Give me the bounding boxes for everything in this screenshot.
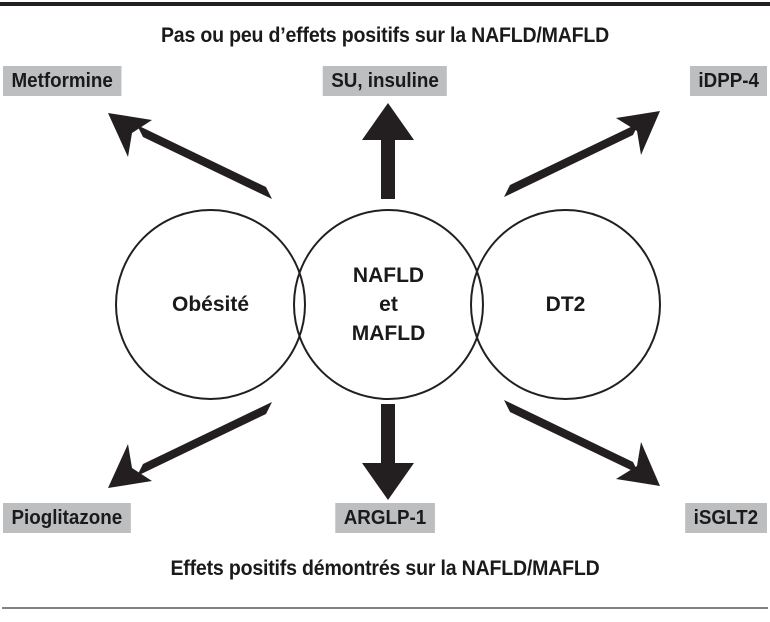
circle-dt2-label: DT2 <box>545 293 586 316</box>
label-arglp-1: ARGLP-1 <box>335 503 435 533</box>
circle-obesite: Obésité <box>115 209 306 400</box>
arrow-to-su-insuline-icon <box>362 103 414 199</box>
circle-nafld-mafld-label: NAFLD et MAFLD <box>351 264 426 345</box>
label-metformine: Metformine <box>3 66 122 96</box>
circle-nafld-mafld: NAFLD et MAFLD <box>293 209 484 400</box>
label-isglt-2: iSGLT2 <box>685 503 767 533</box>
label-idpp-4: iDPP-4 <box>689 66 767 96</box>
circle-dt2: DT2 <box>470 209 661 400</box>
label-su-insuline: SU, insuline <box>322 66 448 96</box>
top-caption: Pas ou peu d’effets positifs sur la NAFL… <box>160 24 610 47</box>
bottom-rule <box>2 607 768 609</box>
arrow-to-idpp-4-icon <box>504 111 660 197</box>
bottom-caption: Effets positifs démontrés sur la NAFLD/M… <box>170 557 600 580</box>
arrow-to-pioglitazone-icon <box>108 402 272 488</box>
arrow-to-metformine-icon <box>108 113 272 199</box>
label-pioglitazone: Pioglitazone <box>3 503 131 533</box>
top-rule <box>0 2 770 6</box>
circle-obesite-label: Obésité <box>171 293 250 316</box>
arrow-to-isglt-2-icon <box>504 400 660 486</box>
arrow-to-arglp-1-icon <box>362 404 414 500</box>
